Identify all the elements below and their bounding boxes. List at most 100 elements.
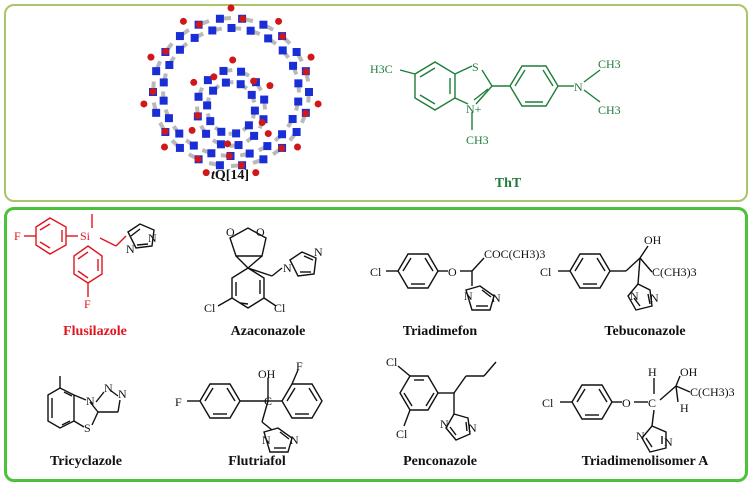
tq14-nitrogen: [259, 115, 268, 124]
tq14-oxygen: [227, 4, 235, 12]
tq14-nitrogen: [217, 127, 226, 136]
tq14-nitrogen: [227, 24, 236, 33]
compound-label-triadimenol-isomer-a: Triadimenolisomer A: [581, 454, 709, 469]
tq14-nitrogen: [209, 86, 218, 95]
tq14-nitrogen: [236, 80, 245, 89]
triadimenol-cl: Cl: [542, 396, 554, 410]
tq14-nitrogen: [175, 143, 184, 152]
triadimefon-cl: Cl: [370, 265, 382, 279]
tq14-oxygen: [294, 143, 302, 151]
tq14-nitrogen: [264, 34, 273, 43]
tht-ch3-down: CH3: [598, 103, 621, 117]
tq14-oxygen: [194, 155, 202, 163]
tht-n-plus: N+: [466, 102, 482, 116]
tq14-oxygen: [250, 77, 258, 85]
tht-s: S: [472, 60, 479, 74]
tq14-nitrogen: [259, 20, 268, 29]
flusilazole-f1: F: [14, 229, 21, 243]
tq14-nitrogen: [164, 114, 173, 123]
compound-label-triadimefon: Triadimefon: [402, 324, 478, 339]
compound-label-flutriafol: Flutriafol: [228, 454, 286, 469]
tq14-nitrogen: [206, 117, 215, 126]
tq14-nitrogen: [260, 95, 269, 104]
flutriafol-c: C: [264, 394, 272, 408]
tq14-nitrogen: [244, 121, 253, 130]
tq14-oxygen: [307, 53, 315, 61]
tq14-nitrogen: [245, 149, 254, 158]
tebuconazole-n1: N: [630, 289, 639, 303]
flusilazole-structure: [24, 214, 155, 297]
tq14-nitrogen: [207, 149, 216, 158]
tq14-oxygen: [161, 128, 169, 136]
tq14-nitrogen: [305, 88, 313, 96]
tq14-oxygen: [147, 53, 155, 61]
tq14-nitrogen: [278, 46, 287, 55]
tricyclazole-structure: [47, 376, 121, 429]
tht-structure: [399, 61, 601, 130]
tq14-nitrogen: [219, 66, 228, 75]
tq14-nitrogen: [292, 47, 301, 56]
tq14-nitrogen: [175, 32, 184, 41]
tq14-nitrogen: [263, 142, 272, 151]
azaconazole-o2: O: [226, 225, 235, 239]
tq14-nitrogen: [237, 67, 246, 76]
tebuconazole-n2: N: [650, 291, 659, 305]
penconazole-n1: N: [440, 417, 449, 431]
tq14-oxygen: [279, 32, 287, 40]
penconazole-structure: [397, 361, 497, 441]
flutriafol-n2: N: [290, 433, 299, 447]
tq14-nitrogen: [152, 108, 161, 117]
flusilazole-n2: N: [126, 242, 135, 256]
compound-label-azaconazole: Azaconazole: [230, 324, 306, 339]
tq14-oxygen: [258, 118, 266, 126]
tq14-oxygen: [195, 20, 203, 28]
tq14-oxygen: [266, 82, 274, 90]
tq14-oxygen: [278, 144, 286, 152]
tq14-nitrogen: [216, 140, 225, 149]
tq14-oxygen: [275, 17, 283, 25]
bottom-panel: [4, 207, 748, 482]
tq14-oxygen: [190, 78, 198, 86]
tq14-nitrogen: [247, 90, 256, 99]
triadimefon-o: O: [448, 265, 457, 279]
tricyclazole-n1: N: [86, 394, 95, 408]
tq14-oxygen: [302, 68, 310, 76]
tq14-oxygen: [149, 87, 157, 95]
tq14-nitrogen: [203, 76, 212, 85]
tq14-nitrogen: [294, 97, 303, 106]
triadimenol-cch: C(CH3)3: [690, 385, 735, 399]
tq14-oxygen: [140, 100, 148, 108]
tricyclazole-n2: N: [104, 381, 113, 395]
tebuconazole-structure: [558, 245, 653, 311]
azaconazole-structure: [217, 227, 317, 309]
flusilazole-si: Si: [80, 229, 91, 243]
tq14-nitrogen: [234, 141, 243, 150]
triadimenol-o: O: [622, 396, 631, 410]
compound-label-tebuconazole: Tebuconazole: [604, 324, 686, 339]
penconazole-n2: N: [468, 421, 477, 435]
tq14-oxygen: [188, 126, 196, 134]
triadimenol-c: C: [648, 396, 656, 410]
tq14-nitrogen: [215, 161, 224, 170]
tq14-nitrogen: [215, 14, 224, 23]
compound-label-flusilazole: Flusilazole: [63, 324, 127, 339]
tq14-oxygen: [264, 130, 272, 138]
flutriafol-structure: [187, 369, 323, 453]
tq14-nitrogen: [294, 79, 303, 88]
tq14-oxygen: [224, 140, 232, 148]
tq14-nitrogen: [194, 92, 203, 101]
azaconazole-n2: N: [314, 245, 323, 259]
triadimenol-n2: N: [664, 435, 673, 449]
compound-label-penconazole: Penconazole: [403, 454, 477, 469]
triadimefon-n2: N: [492, 291, 501, 305]
tht-n-right: N: [574, 80, 583, 94]
tq14-nitrogen: [259, 155, 268, 164]
tq14-oxygen: [202, 169, 210, 177]
flutriafol-f2: F: [296, 359, 303, 373]
compound-label-tricyclazole: Tricyclazole: [49, 454, 123, 469]
flusilazole-n1: N: [148, 231, 157, 245]
top-panel: [4, 4, 748, 202]
tq14-nitrogen: [165, 60, 174, 69]
tq14-nitrogen: [159, 96, 168, 105]
tq14-oxygen: [314, 100, 322, 108]
